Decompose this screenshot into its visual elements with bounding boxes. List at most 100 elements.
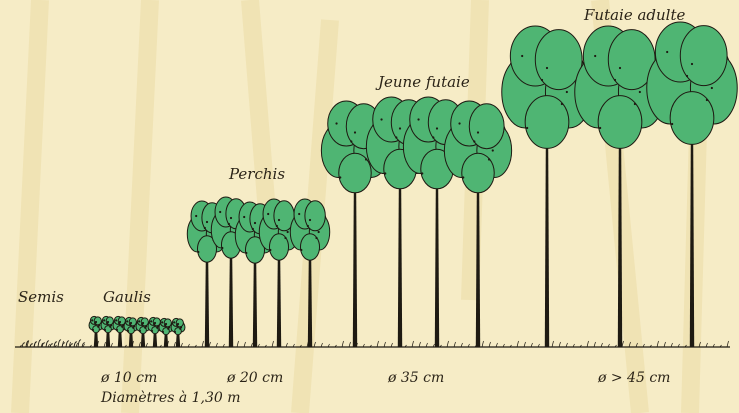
crown-speckle — [691, 63, 693, 65]
crown-speckle — [139, 330, 141, 332]
crown-speckle — [594, 55, 596, 57]
crown-speckle — [230, 217, 232, 219]
crown-speckle — [204, 227, 206, 229]
grass-tuft — [482, 341, 484, 347]
crown-speckle — [252, 228, 254, 230]
stage-label-perchis: Perchis — [229, 165, 285, 183]
crown-speckle — [116, 329, 118, 331]
crown-speckle — [168, 326, 170, 328]
grass-tuft — [657, 341, 659, 347]
stage-label-futaie-adulte: Futaie adulte — [584, 6, 685, 24]
crown-speckle — [221, 247, 223, 249]
crown-speckle — [98, 324, 100, 326]
crown-speckle — [315, 237, 317, 239]
crown-speckle — [174, 331, 176, 333]
grass-tuft — [419, 342, 421, 347]
diameter-label-gaulis: ø 10 cm — [101, 370, 157, 386]
crown-speckle — [473, 140, 475, 142]
grass-tuft — [517, 341, 519, 347]
crown-speckle — [243, 216, 245, 218]
crown-speckle — [154, 322, 156, 324]
crown-speckle — [432, 136, 434, 138]
grass-tuft — [272, 341, 274, 347]
grass-tuft — [524, 342, 526, 347]
crown-speckle — [278, 219, 280, 221]
crown-speckle — [309, 219, 311, 221]
crown-speckle — [614, 79, 616, 81]
crown-speckle — [298, 213, 300, 215]
stage-label-semis: Semis — [18, 288, 64, 306]
crown-speckle — [126, 320, 128, 322]
crown-speckle — [228, 223, 230, 225]
stage-label-gaulis: Gaulis — [103, 288, 151, 306]
diameter-label-futaie-adulte: ø > 45 cm — [598, 370, 670, 386]
crown-speckle — [197, 251, 199, 253]
crown-speckle — [150, 320, 152, 322]
crown-speckle — [639, 91, 641, 93]
crown-speckle — [350, 140, 352, 142]
young-forest-tree — [444, 101, 511, 347]
grass-tuft — [384, 342, 386, 347]
crown-speckle — [671, 123, 673, 125]
ground-line — [15, 341, 730, 347]
grass-tuft — [244, 342, 246, 347]
crown-speckle — [458, 122, 460, 124]
crown-speckle — [666, 51, 668, 53]
crown-speckle — [110, 324, 112, 326]
crown-speckle — [133, 325, 135, 327]
crown-speckle — [284, 237, 286, 239]
crown-speckle — [307, 225, 309, 227]
grass-tuft — [594, 342, 596, 347]
sapling-tree — [148, 317, 162, 347]
crown-speckle — [634, 103, 636, 105]
crown-speckle — [138, 320, 140, 322]
crown-speckle — [115, 319, 117, 321]
crown-speckle — [546, 67, 548, 69]
sapling-tree — [89, 316, 103, 347]
crown-speckle — [173, 321, 175, 323]
grass-tuft — [342, 341, 344, 347]
grass-tuft — [237, 341, 239, 347]
crown-speckle — [339, 176, 341, 178]
diameter-label-jeune-futaie: ø 35 cm — [388, 370, 444, 386]
crown-speckle — [436, 127, 438, 129]
grass-tuft — [209, 342, 211, 347]
grass-tuft — [454, 342, 456, 347]
grass-tuft — [489, 342, 491, 347]
crown-speckle — [195, 215, 197, 217]
crown-speckle — [462, 176, 464, 178]
crown-speckle — [599, 127, 601, 129]
sapling-tree — [159, 318, 173, 347]
crown-speckle — [95, 321, 97, 323]
crown-speckle — [267, 213, 269, 215]
grass-tuft — [622, 341, 624, 347]
crown-speckle — [421, 172, 423, 174]
crown-speckle — [541, 79, 543, 81]
crown-speckle — [365, 158, 367, 160]
crown-speckle — [142, 322, 144, 324]
crown-speckle — [488, 158, 490, 160]
crown-speckle — [206, 221, 208, 223]
seedling — [66, 341, 69, 347]
crown-speckle — [561, 103, 563, 105]
diameter-label-perchis: ø 20 cm — [227, 370, 283, 386]
crown-speckle — [300, 249, 302, 251]
crown-speckle — [177, 323, 179, 325]
crown-speckle — [104, 329, 106, 331]
crown-speckle — [619, 67, 621, 69]
stage-label-jeune-futaie: Jeune futaie — [378, 73, 470, 91]
crown-speckle — [417, 118, 419, 120]
crown-speckle — [269, 249, 271, 251]
crown-speckle — [219, 211, 221, 213]
grass-tuft — [202, 341, 204, 347]
seedling — [58, 340, 61, 347]
grass-tuft — [447, 341, 449, 347]
crown-speckle — [107, 321, 109, 323]
measurement-note: Diamètres à 1,30 m — [101, 390, 241, 406]
crown-speckle — [276, 225, 278, 227]
seedling — [34, 342, 37, 347]
crown-speckle — [287, 231, 289, 233]
crown-speckle — [566, 91, 568, 93]
grass-tuft — [349, 342, 351, 347]
crown-speckle — [180, 326, 182, 328]
